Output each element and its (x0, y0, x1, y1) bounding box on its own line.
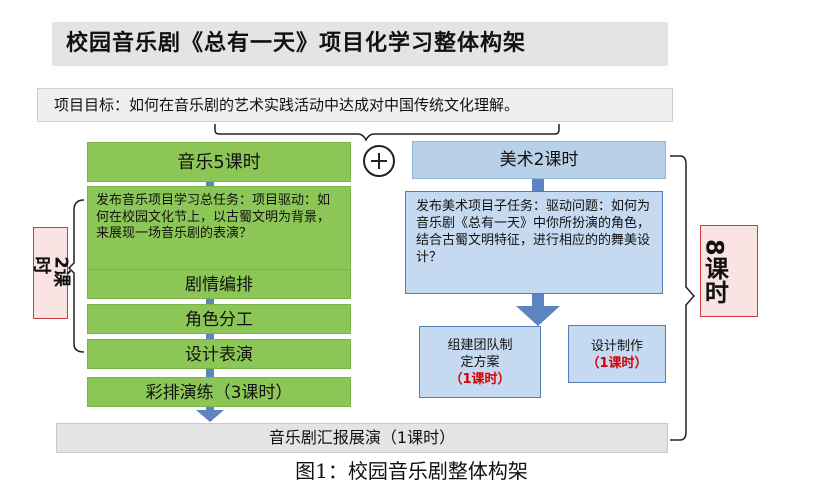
art-arrow-head (516, 306, 560, 326)
music-arrow-head (196, 410, 224, 422)
art-header: 美术2课时 (412, 141, 666, 179)
right-bracket (670, 155, 696, 441)
art-sub-team-label: 组建团队制定方案 (447, 338, 513, 370)
left-hours-label: 2课时 (30, 256, 72, 288)
final-performance: 音乐剧汇报展演（1课时） (56, 423, 668, 453)
project-goal: 项目目标：如何在音乐剧的艺术实践活动中达成对中国传统文化理解。 (37, 88, 673, 122)
art-sub-team-hours: （1课时） (449, 372, 511, 387)
right-hours-label: 8课时 (700, 238, 729, 304)
art-sub-design-hours: （1课时） (586, 356, 648, 371)
plus-icon (363, 145, 395, 177)
figure-caption: 图1：校园音乐剧整体构架 (295, 459, 528, 483)
art-task: 发布美术项目子任务：驱动问题：如何为音乐剧《总有一天》中你所扮演的角色，结合古蜀… (405, 191, 663, 294)
art-sub-design: 设计制作 （1课时） (568, 325, 666, 383)
music-step-roles: 角色分工 (87, 304, 351, 334)
music-step-plot: 剧情编排 (87, 269, 351, 299)
music-step-rehearsal: 彩排演练（3课时） (87, 377, 351, 407)
music-header-label: 音乐5课时 (177, 152, 261, 173)
art-sub-design-label: 设计制作 (590, 339, 643, 354)
music-header: 音乐5课时 (87, 142, 351, 182)
left-bracket (67, 199, 85, 353)
right-hours-badge: 8课时 (700, 225, 758, 317)
music-task: 发布音乐项目学习总任务：项目驱动：如何在校园文化节上，以古蜀文明为背景，来展现一… (87, 186, 351, 272)
art-sub-team: 组建团队制定方案 （1课时） (419, 326, 541, 398)
page-title: 校园音乐剧《总有一天》项目化学习整体构架 (52, 22, 668, 66)
music-column-bar (206, 180, 214, 418)
left-hours-badge: 2课时 (30, 227, 72, 319)
goal-brace (214, 124, 560, 142)
music-step-performance: 设计表演 (87, 339, 351, 369)
